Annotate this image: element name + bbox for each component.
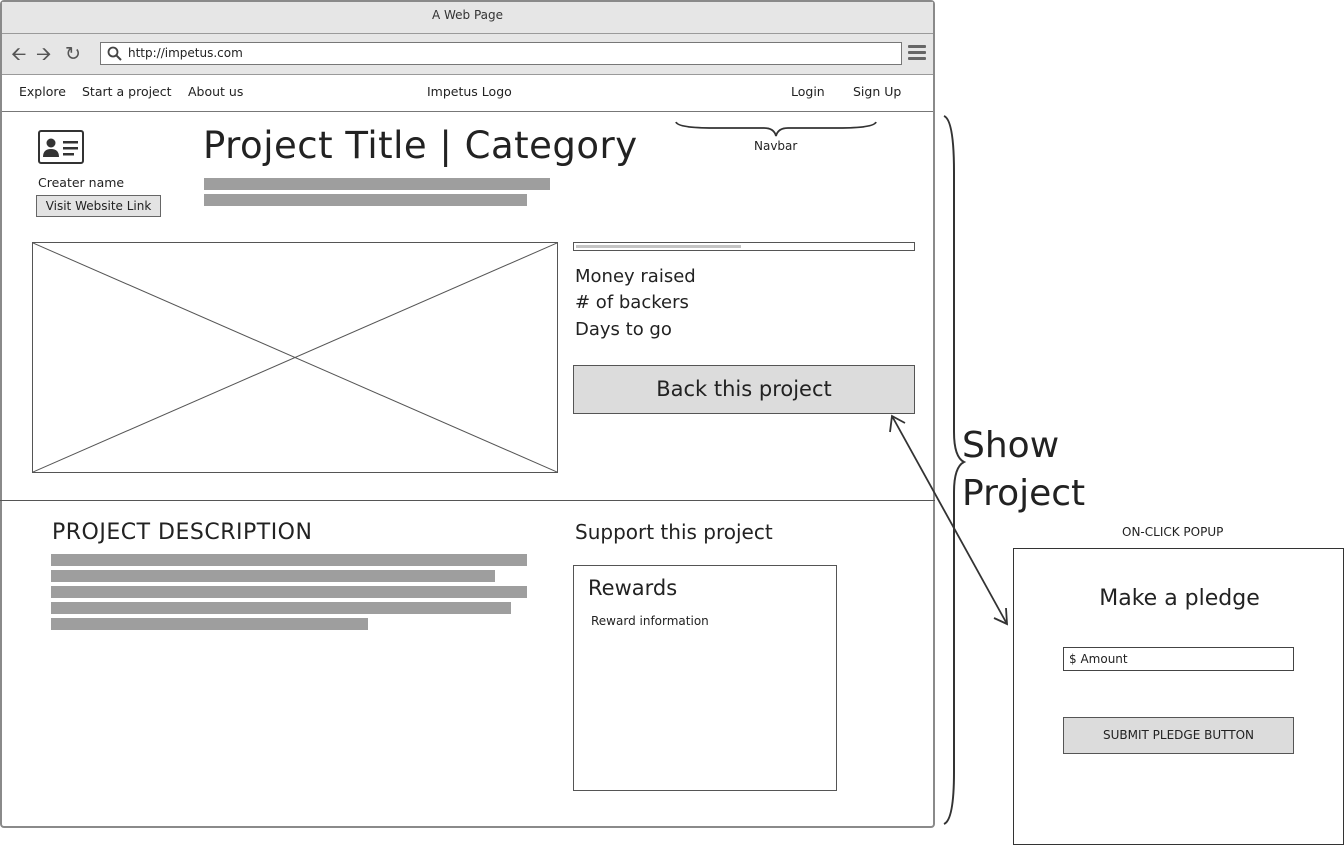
reload-icon[interactable]: ↻ xyxy=(65,43,81,65)
description-placeholder-line xyxy=(51,602,511,614)
funding-progress-fill xyxy=(576,245,741,248)
pledge-popup: Make a pledge SUBMIT PLEDGE BUTTON xyxy=(1013,548,1344,845)
funding-progress-bar xyxy=(573,242,915,251)
rewards-title: Rewards xyxy=(588,576,678,600)
subtitle-placeholder-line xyxy=(204,194,527,206)
url-text: http://impetus.com xyxy=(128,46,243,60)
show-project-annotation: Show Project xyxy=(962,425,1086,514)
description-placeholder-line xyxy=(51,570,495,582)
amount-input[interactable] xyxy=(1063,647,1294,671)
back-project-button[interactable]: Back this project xyxy=(573,365,915,414)
popup-title: Make a pledge xyxy=(1099,586,1260,611)
profile-card-icon xyxy=(38,130,84,164)
stat-money-raised: Money raised xyxy=(575,266,696,287)
back-arrow-icon[interactable]: 🡨 xyxy=(11,43,27,65)
forward-arrow-icon[interactable]: 🡪 xyxy=(36,43,52,65)
address-bar[interactable]: http://impetus.com xyxy=(100,42,902,65)
search-icon xyxy=(107,46,122,61)
menu-icon[interactable] xyxy=(908,45,926,63)
browser-window: A Web Page 🡨 🡪 ↻ http://impetus.com Expl… xyxy=(0,0,935,828)
project-title: Project Title | Category xyxy=(203,124,638,167)
nav-login[interactable]: Login xyxy=(791,84,825,99)
site-navbar: Explore Start a project About us Impetus… xyxy=(2,75,933,112)
popup-annotation: ON-CLICK POPUP xyxy=(1122,525,1224,539)
site-logo[interactable]: Impetus Logo xyxy=(427,84,512,99)
nav-start-project[interactable]: Start a project xyxy=(82,84,172,99)
popup-link-arrow xyxy=(889,414,1008,626)
navbar-annotation: Navbar xyxy=(754,139,798,153)
description-title: PROJECT DESCRIPTION xyxy=(52,520,313,545)
project-image-placeholder xyxy=(32,242,558,473)
window-title: A Web Page xyxy=(2,2,933,34)
rewards-panel[interactable]: Rewards Reward information xyxy=(573,565,837,791)
description-placeholder-line xyxy=(51,554,527,566)
description-placeholder-line xyxy=(51,586,527,598)
navbar-brace xyxy=(675,121,877,137)
stat-days-to-go: Days to go xyxy=(575,319,672,340)
submit-pledge-button[interactable]: SUBMIT PLEDGE BUTTON xyxy=(1063,717,1294,754)
section-divider xyxy=(0,500,935,501)
support-title: Support this project xyxy=(575,520,773,544)
nav-about-us[interactable]: About us xyxy=(188,84,244,99)
nav-signup[interactable]: Sign Up xyxy=(853,84,902,99)
nav-explore[interactable]: Explore xyxy=(19,84,66,99)
stat-backers: # of backers xyxy=(575,292,689,313)
subtitle-placeholder-line xyxy=(204,178,550,190)
show-project-brace xyxy=(943,115,967,825)
visit-website-button[interactable]: Visit Website Link xyxy=(36,195,161,217)
reward-information: Reward information xyxy=(591,614,709,628)
description-placeholder-line xyxy=(51,618,368,630)
creator-name: Creater name xyxy=(38,175,125,190)
browser-toolbar: 🡨 🡪 ↻ http://impetus.com xyxy=(2,34,933,75)
